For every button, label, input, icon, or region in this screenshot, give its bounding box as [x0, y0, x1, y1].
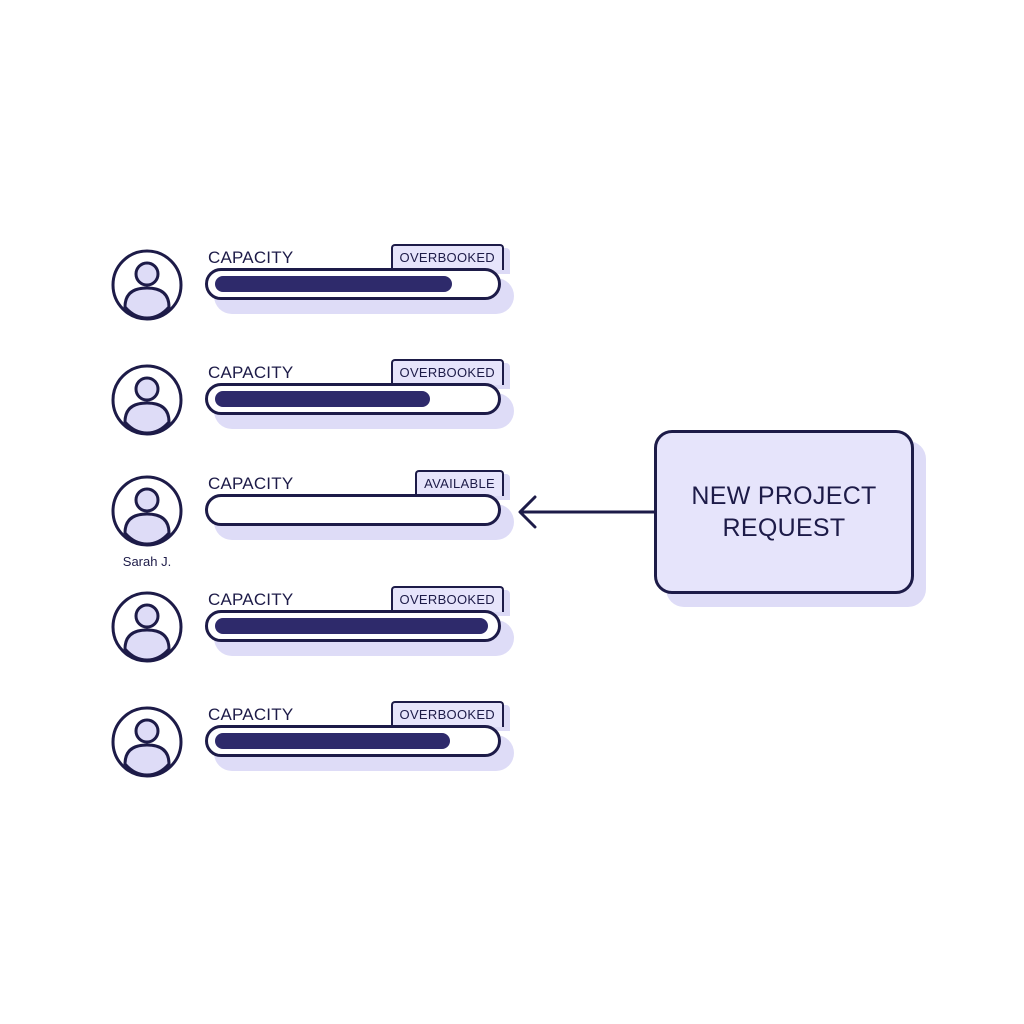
capacity-bar-fill — [215, 276, 452, 292]
capacity-bar-fill — [215, 733, 450, 749]
member-row-2: CAPACITY OVERBOOKED — [0, 359, 560, 453]
status-badge: OVERBOOKED — [390, 701, 504, 727]
status-badge: OVERBOOKED — [390, 586, 504, 612]
capacity-label: CAPACITY — [208, 474, 294, 493]
capacity-label: CAPACITY — [208, 248, 294, 267]
capacity-label: CAPACITY — [208, 705, 294, 724]
capacity-label: CAPACITY — [208, 363, 294, 382]
status-badge: OVERBOOKED — [390, 359, 504, 385]
capacity-bar — [205, 268, 501, 300]
capacity-label: CAPACITY — [208, 590, 294, 609]
new-project-request-node: NEW PROJECT REQUEST — [654, 430, 914, 594]
member-name: Sarah J. — [122, 554, 172, 569]
capacity-bar — [205, 725, 501, 757]
user-avatar-icon — [110, 705, 184, 779]
member-row-4: CAPACITY OVERBOOKED — [0, 586, 560, 680]
user-avatar-icon — [110, 363, 184, 437]
capacity-bar — [205, 494, 501, 526]
member-row-1: CAPACITY OVERBOOKED — [0, 244, 560, 338]
member-row-5: CAPACITY OVERBOOKED — [0, 701, 560, 795]
user-avatar-icon — [110, 248, 184, 322]
status-badge: AVAILABLE — [415, 470, 504, 496]
user-avatar-icon — [110, 590, 184, 664]
request-label: NEW PROJECT REQUEST — [691, 482, 877, 542]
capacity-bar-fill — [215, 391, 430, 407]
member-row-3: Sarah J. CAPACITY AVAILABLE — [0, 470, 560, 569]
user-avatar-icon — [110, 474, 184, 548]
status-badge: OVERBOOKED — [390, 244, 504, 270]
capacity-bar — [205, 610, 501, 642]
capacity-bar-fill — [215, 618, 488, 634]
capacity-bar — [205, 383, 501, 415]
